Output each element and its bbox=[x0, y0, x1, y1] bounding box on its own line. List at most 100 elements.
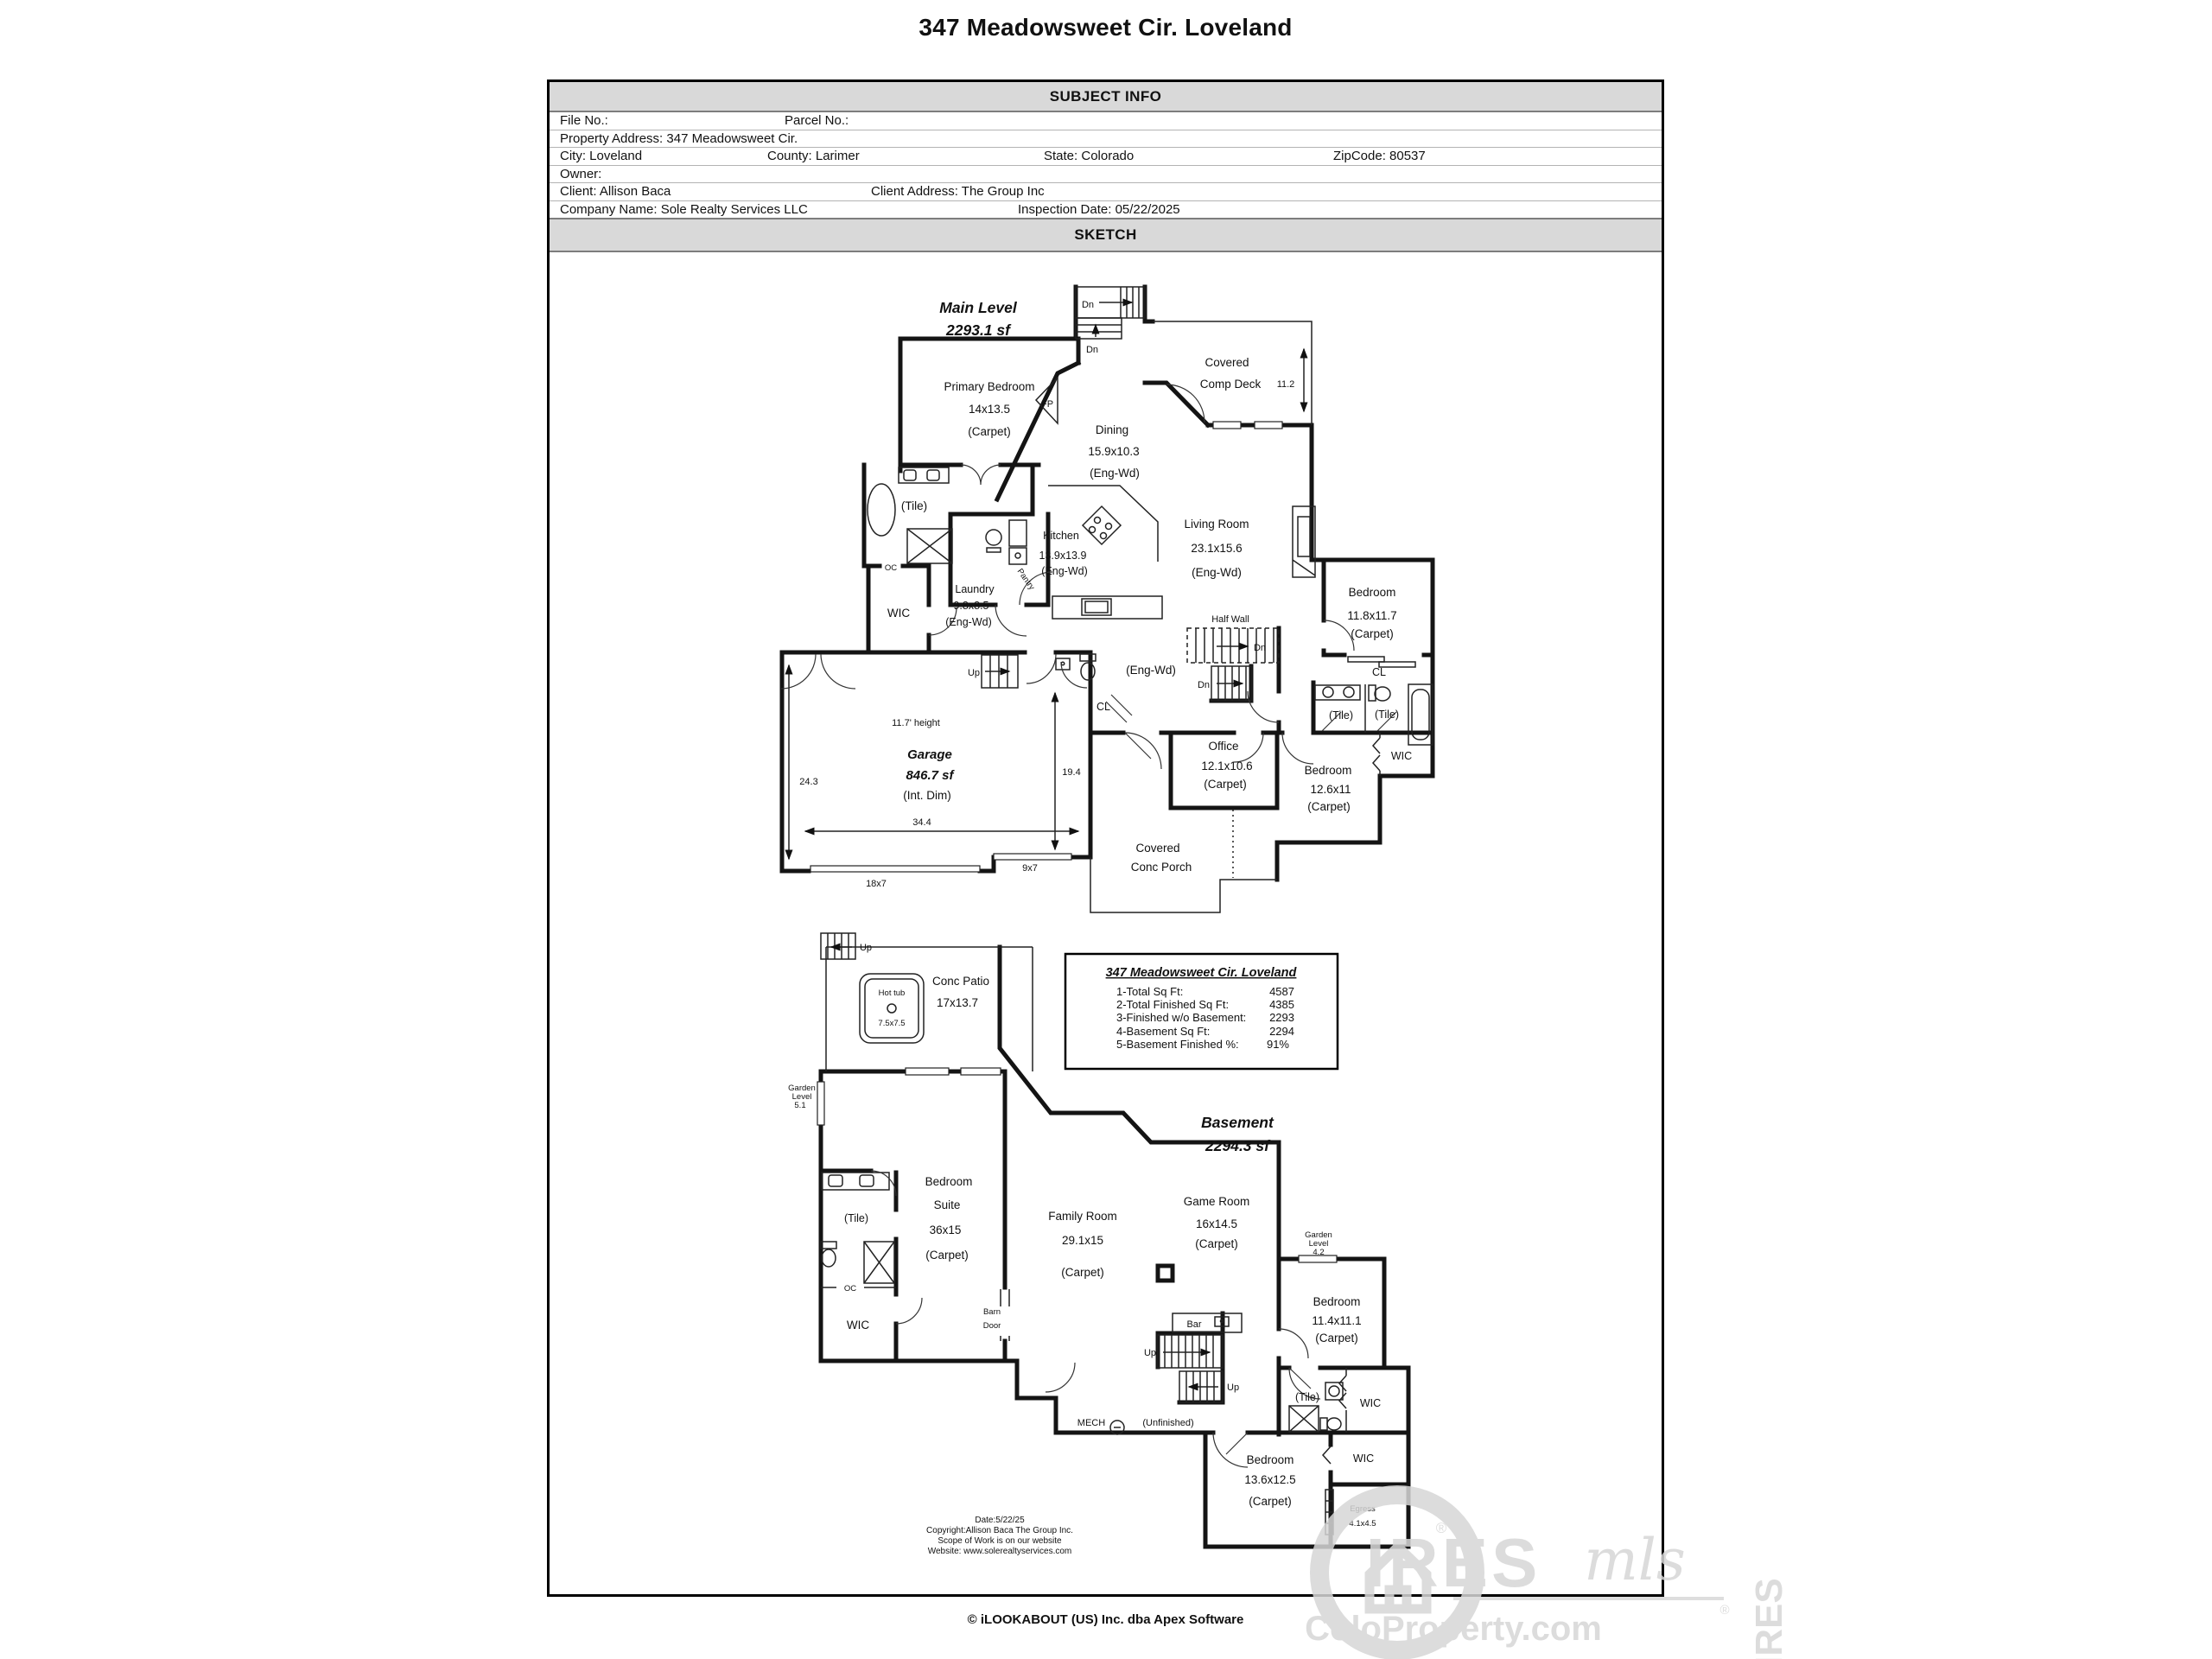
label-garden-left-1: Garden bbox=[788, 1084, 816, 1093]
label-tile: (Tile) bbox=[1329, 709, 1353, 721]
toilet-tank bbox=[1079, 653, 1096, 662]
basement-plan: 347 Meadowsweet Cir. Loveland 1-Total Sq… bbox=[788, 932, 1411, 1556]
bar-counter bbox=[1172, 1313, 1243, 1333]
toilet-bowl bbox=[1080, 662, 1096, 681]
label-office: Office bbox=[1208, 740, 1238, 753]
door-arcs-main bbox=[780, 384, 1397, 770]
laundry-sink bbox=[985, 529, 1002, 546]
summary-value-5: 91% bbox=[1267, 1038, 1289, 1051]
label-up: Up bbox=[1144, 1348, 1156, 1358]
label-bedroom1: Bedroom bbox=[1349, 586, 1396, 599]
hot-tub-drain bbox=[887, 1003, 897, 1014]
main-level-title: Main Level bbox=[939, 299, 1018, 316]
label-deck-depth: 11.2 bbox=[1277, 379, 1295, 390]
label-oc: OC bbox=[844, 1284, 856, 1294]
label-dining: Dining bbox=[1096, 423, 1128, 436]
label-patio-dim: 17x13.7 bbox=[937, 996, 978, 1009]
label-patio: Conc Patio bbox=[932, 975, 989, 988]
label-cl: CL bbox=[1096, 701, 1110, 713]
subject-row-owner: Owner: bbox=[550, 166, 1662, 183]
label-pantry: Pantry bbox=[1015, 567, 1037, 592]
ires-vertical-text: © IRES bbox=[1748, 1578, 1790, 1659]
label-suite-1: Bedroom bbox=[925, 1175, 973, 1188]
summary-value-1: 4587 bbox=[1269, 985, 1294, 998]
stairs-top-lower-treads bbox=[1076, 324, 1122, 333]
shower bbox=[1288, 1405, 1319, 1433]
toilet-tank bbox=[1319, 1417, 1328, 1431]
label-garden-left-3: 5.1 bbox=[794, 1101, 805, 1110]
summary-value-3: 2293 bbox=[1269, 1011, 1294, 1024]
summary-box-border bbox=[1064, 952, 1339, 1071]
label-bedroom3-floor: (Carpet) bbox=[1315, 1332, 1358, 1344]
shower bbox=[863, 1241, 895, 1284]
footer-credit: © iLOOKABOUT (US) Inc. dba Apex Software bbox=[967, 1612, 1244, 1627]
ires-reg-mark: ® bbox=[1436, 1520, 1447, 1536]
sink-cabinet bbox=[1325, 1382, 1344, 1401]
label-laundry: Laundry bbox=[955, 583, 995, 595]
ires-brand-text: IRES bbox=[1366, 1524, 1541, 1601]
label-bedroom2-floor: (Carpet) bbox=[1307, 800, 1351, 813]
deck-window bbox=[1254, 421, 1283, 429]
ires-mls-script: mls bbox=[1584, 1527, 1686, 1593]
closet-slider bbox=[1378, 661, 1416, 668]
bar-sink-dot bbox=[1219, 1319, 1224, 1324]
label-garage-height: 11.7' height bbox=[892, 718, 940, 728]
label-up: Up bbox=[1227, 1382, 1239, 1393]
label-garden-right-3: 4.2 bbox=[1313, 1248, 1324, 1257]
subject-row-client: Client: Allison Baca Client Address: The… bbox=[550, 183, 1662, 201]
dim-34-4: 34.4 bbox=[912, 817, 931, 828]
label-office-dim: 12.1x10.6 bbox=[1201, 760, 1252, 772]
label-bedroom1-dim: 11.8x11.7 bbox=[1347, 609, 1396, 622]
subject-info-rows: File No.: Parcel No.: Property Address: … bbox=[550, 112, 1662, 218]
subject-row-company: Company Name: Sole Realty Services LLC I… bbox=[550, 201, 1662, 219]
summary-label-3: 3-Finished w/o Basement: bbox=[1116, 1011, 1246, 1024]
label-bedroom4-floor: (Carpet) bbox=[1249, 1495, 1292, 1508]
label-oc: OC bbox=[885, 563, 897, 573]
dim-18x7: 18x7 bbox=[866, 879, 887, 889]
bathtub-inner bbox=[1411, 689, 1430, 741]
main-level-plan: Main Level 2293.1 sf Dn Dn Covered Comp … bbox=[779, 284, 1435, 913]
label-suite-dim: 36x15 bbox=[930, 1224, 962, 1236]
label-up: Up bbox=[860, 943, 872, 953]
label-family-floor: (Carpet) bbox=[1061, 1266, 1104, 1279]
burner bbox=[1099, 531, 1108, 540]
field-zipcode: ZipCode: 80537 bbox=[1333, 149, 1426, 163]
coloproperty-text: ColoProperty.com bbox=[1305, 1610, 1602, 1648]
dim-9x7: 9x7 bbox=[1022, 863, 1038, 874]
shower-x bbox=[1288, 1405, 1319, 1433]
label-garden-right-1: Garden bbox=[1305, 1230, 1332, 1240]
vanity bbox=[898, 467, 950, 484]
stairs-dn bbox=[1211, 665, 1252, 702]
garden-window-left bbox=[817, 1081, 825, 1126]
label-garage: Garage bbox=[907, 747, 952, 762]
shower-x bbox=[906, 528, 953, 564]
label-living: Living Room bbox=[1184, 518, 1249, 531]
range bbox=[1081, 505, 1122, 546]
island bbox=[1052, 595, 1163, 620]
toilet-bowl bbox=[1326, 1417, 1342, 1431]
toilet-bowl bbox=[821, 1249, 836, 1268]
garage-door-1 bbox=[810, 865, 981, 873]
laundry-sink-base bbox=[986, 547, 1001, 553]
label-wic: WIC bbox=[1353, 1452, 1374, 1465]
label-primary-bedroom: Primary Bedroom bbox=[944, 380, 1034, 393]
burner bbox=[1093, 516, 1102, 524]
burner bbox=[1088, 525, 1096, 534]
label-game-dim: 16x14.5 bbox=[1196, 1217, 1237, 1230]
label-barn-2: Door bbox=[983, 1321, 1001, 1331]
label-unfinished: (Unfinished) bbox=[1142, 1418, 1193, 1428]
basement-stairs-treads bbox=[827, 933, 849, 959]
stairs-top-lower bbox=[1075, 317, 1122, 340]
dryer-knob bbox=[1014, 552, 1021, 559]
sink bbox=[1328, 1385, 1340, 1397]
vanity bbox=[1314, 684, 1361, 701]
field-parcel-no: Parcel No.: bbox=[785, 113, 849, 128]
label-kitchen: Kitchen bbox=[1043, 530, 1079, 542]
label-garage-intdim: (Int. Dim) bbox=[903, 789, 951, 802]
summary-label-5: 5-Basement Finished %: bbox=[1116, 1038, 1239, 1051]
garage-door-2 bbox=[993, 853, 1072, 861]
subject-info-header: SUBJECT INFO bbox=[550, 82, 1662, 112]
label-bedroom1-floor: (Carpet) bbox=[1351, 627, 1394, 640]
bathtub bbox=[867, 483, 896, 537]
label-porch-2: Conc Porch bbox=[1131, 861, 1192, 874]
